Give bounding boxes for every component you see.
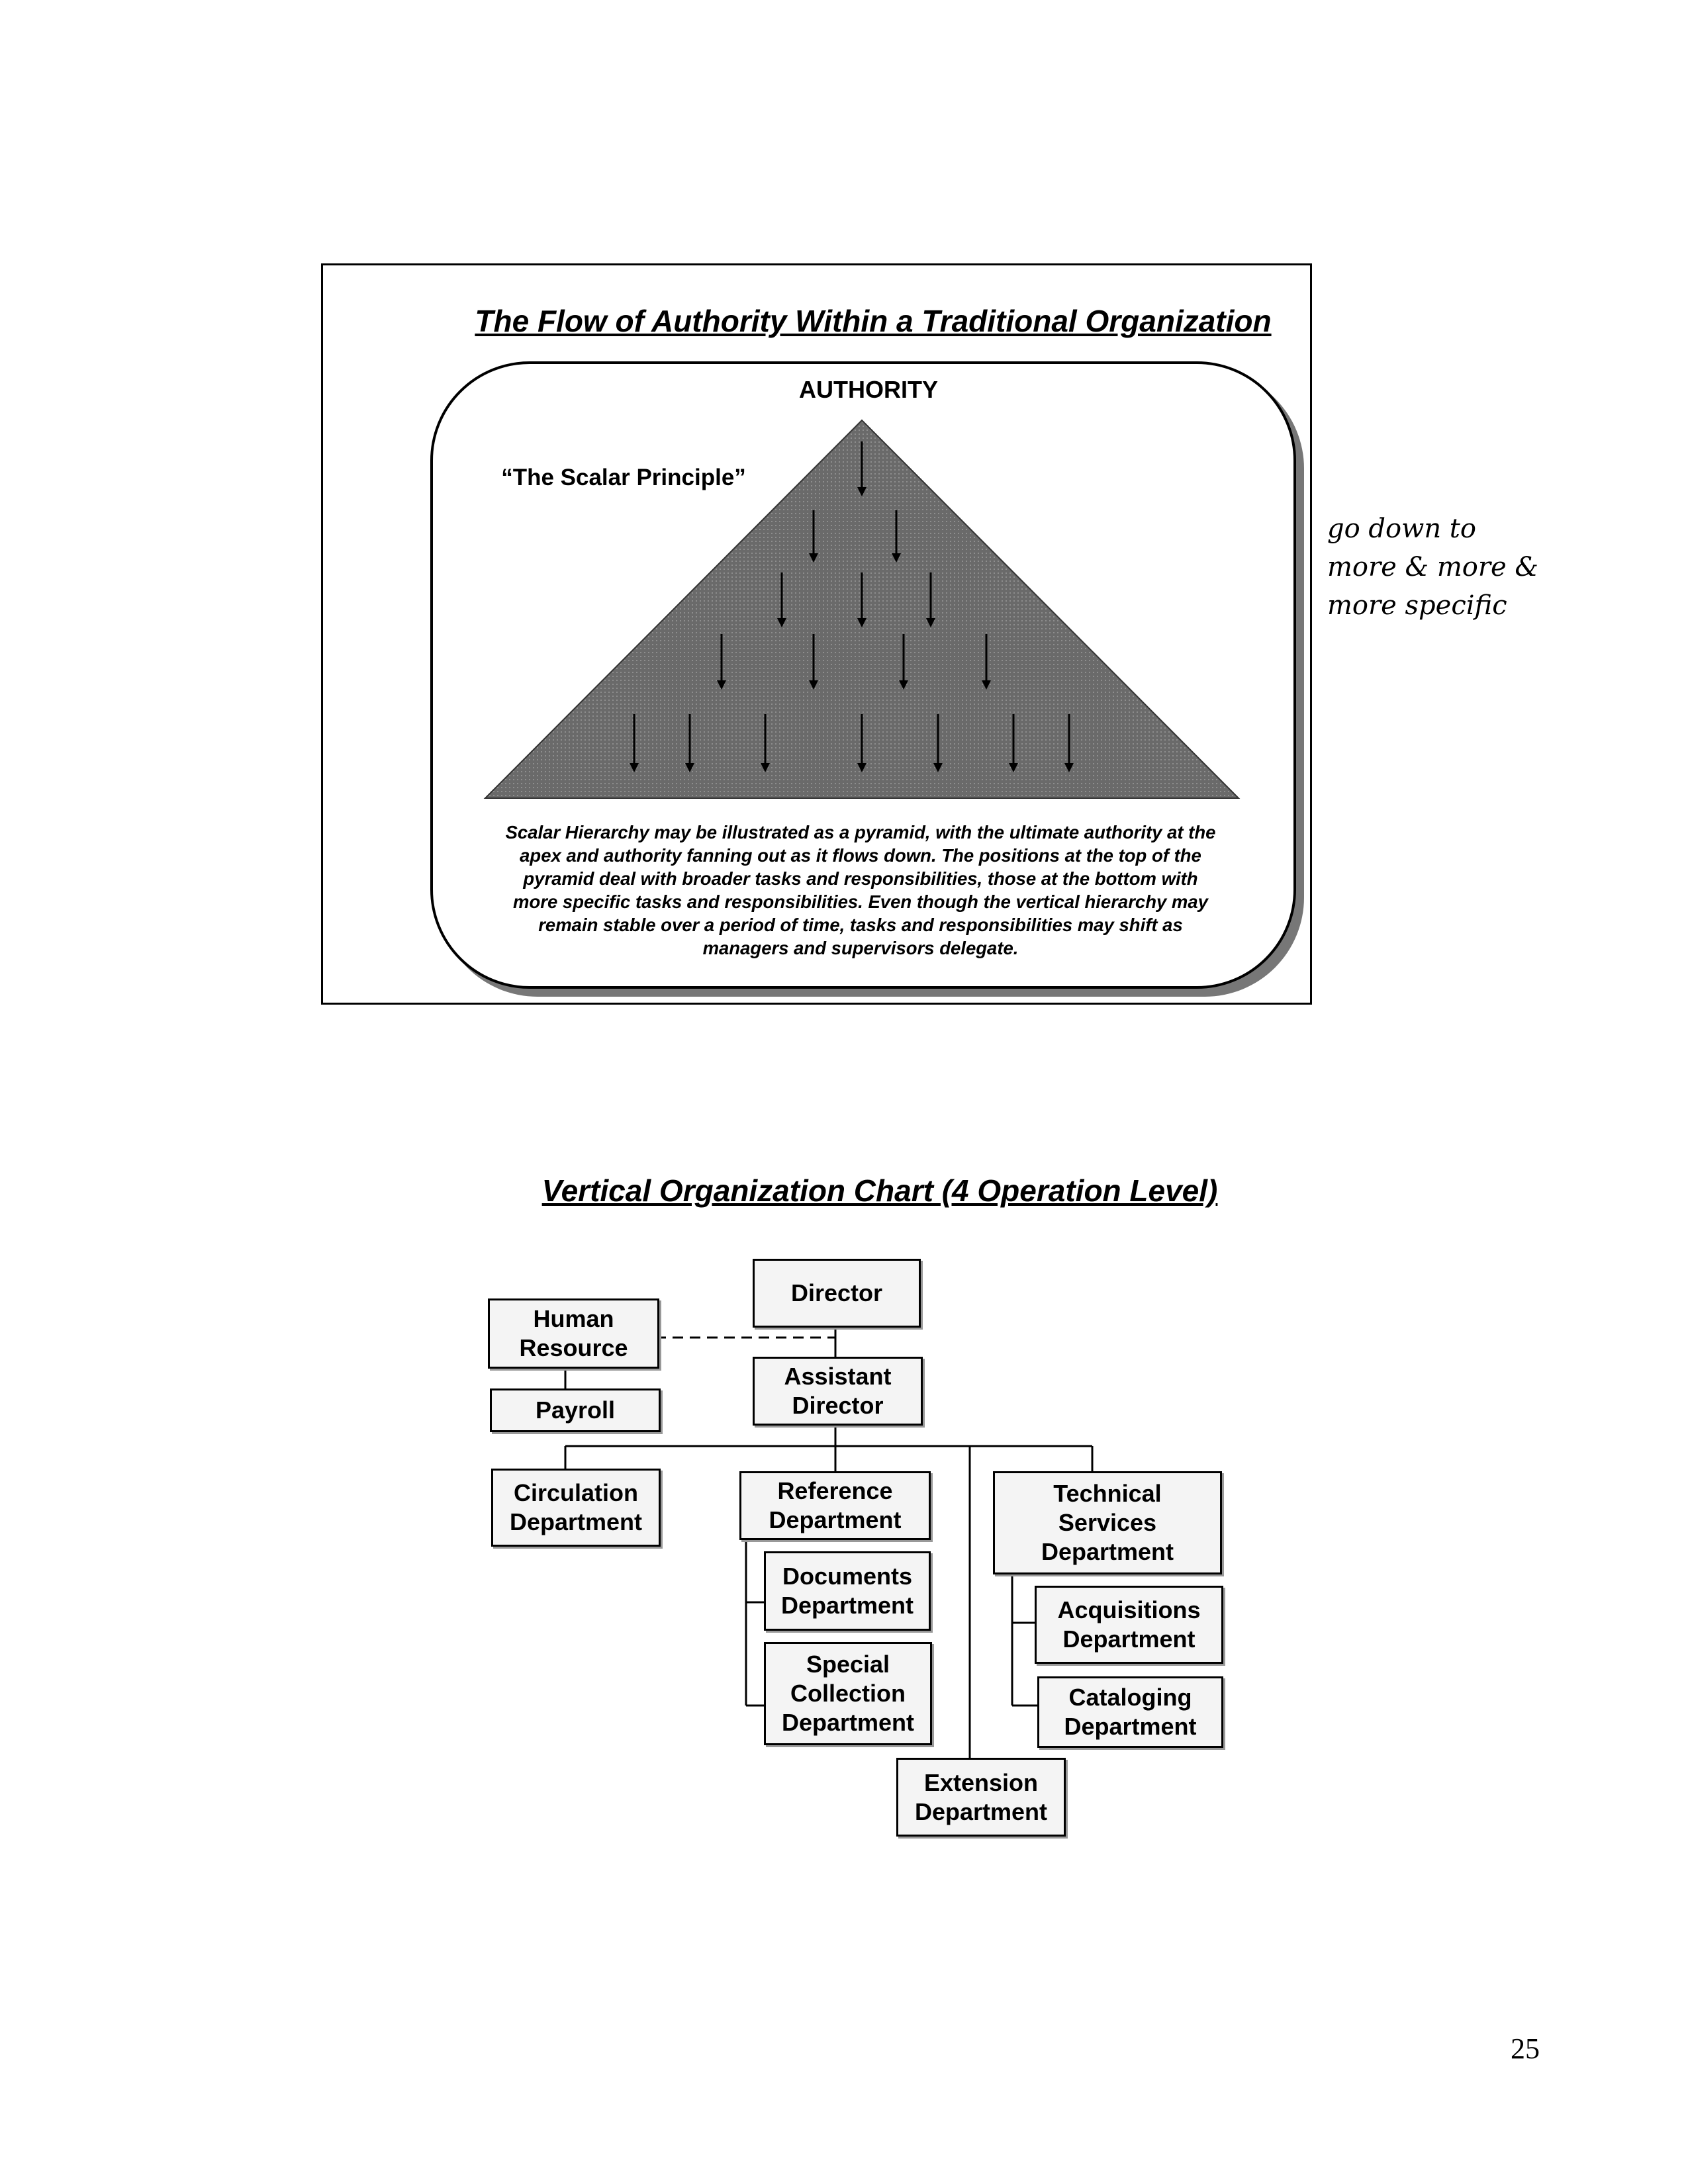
arrowhead [892,553,901,563]
arrowhead [630,763,639,772]
arrowhead [685,763,694,772]
box-special-collection: Special Collection Department [764,1642,932,1745]
arrowhead [809,553,818,563]
box-cataloging: Cataloging Department [1037,1676,1223,1748]
box-reference: Reference Department [739,1471,931,1540]
arrowhead [933,763,943,772]
box-payroll: Payroll [490,1388,661,1432]
arrowhead [926,618,935,627]
slide1-title: The Flow of Authority Within a Tradition… [475,304,1272,338]
arrowhead [809,680,818,690]
box-circulation: Circulation Department [491,1469,661,1547]
box-documents: Documents Department [764,1551,931,1631]
arrowhead [982,680,991,690]
arrowhead [899,680,908,690]
authority-arrows [630,441,1074,772]
slide2-title: Vertical Organization Chart (4 Operation… [541,1173,1218,1208]
arrowhead [1064,763,1074,772]
arrowhead [1009,763,1018,772]
arrowhead [717,680,726,690]
box-acquisitions: Acquisitions Department [1035,1586,1223,1664]
box-extension: Extension Department [896,1758,1066,1837]
box-human-resource: Human Resource [488,1298,659,1369]
box-director: Director [753,1259,921,1328]
page-number: 25 [1511,2032,1540,2065]
org-chart-connectors [564,1324,1094,1758]
arrowhead [857,618,867,627]
arrowhead [761,763,770,772]
handwritten-note: go down to more & more & more specific [1327,514,1538,621]
scalar-principle-label: “The Scalar Principle” [501,465,746,490]
authority-label: AUTHORITY [799,376,938,403]
arrowhead [777,618,786,627]
box-technical-services: Technical Services Department [993,1471,1222,1574]
arrowhead [857,763,867,772]
box-assistant-director: Assistant Director [753,1357,923,1426]
slide1-description: Scalar Hierarchy may be illustrated as a… [505,822,1216,958]
arrowhead [857,487,867,496]
